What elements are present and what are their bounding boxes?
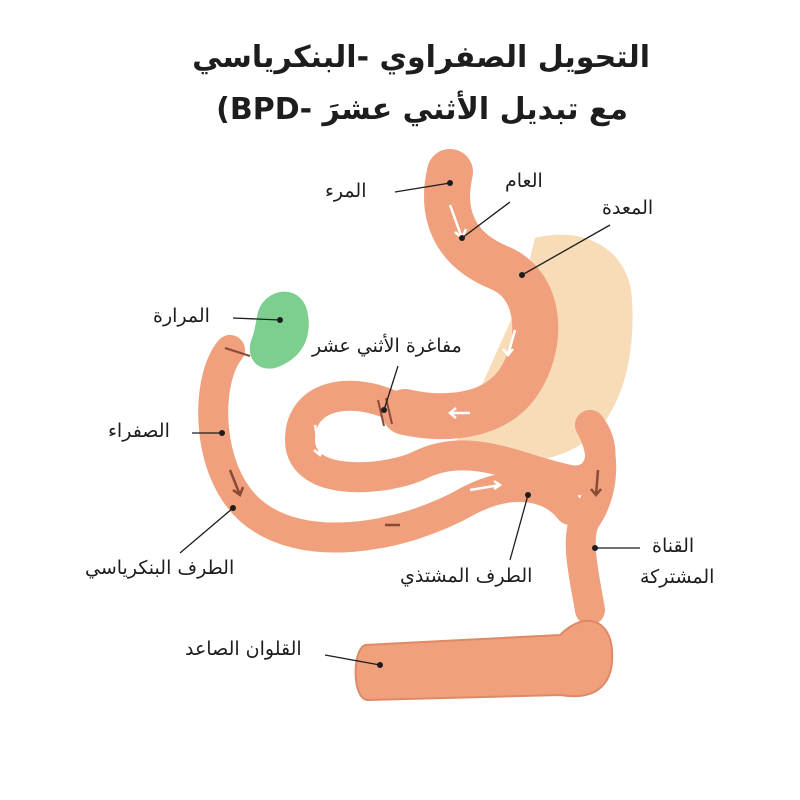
label-pancreatic-limb: الطرف البنكرياسي [85, 557, 235, 579]
label-esophagus: المرء [325, 180, 367, 202]
duodenal-loop [284, 380, 435, 493]
label-common-channel-1: القناة [652, 535, 695, 557]
bile-duct-stitches [224, 347, 251, 357]
anchor-dots [219, 180, 598, 668]
label-common: العام [505, 170, 543, 192]
label-ascending-colon: القلوان الصاعد [185, 638, 302, 660]
leader-lines [179, 182, 640, 666]
ascending-colon [354, 619, 614, 702]
esophagus-sleeve [382, 149, 559, 440]
label-alimentary-limb: الطرف المشتذي [400, 565, 533, 587]
label-common-channel-2: المشتركة [640, 566, 715, 588]
label-bile-duct: الصفراء [108, 420, 170, 442]
gallbladder-shape [249, 291, 309, 369]
label-stomach: المعدة [602, 197, 654, 219]
label-duodenal-anastomosis: مفاغرة الأثني عشر [312, 335, 462, 357]
flow-arrows [313, 204, 517, 492]
common-channel-path [565, 410, 617, 625]
label-gallbladder: المرارة [153, 305, 210, 327]
title-line-2: مع تبديل الأثني عشرَ -BPD) [216, 92, 628, 127]
title-line-1: التحويل الصفراوي -البنكرياسي [192, 40, 650, 75]
pancreatic-limb-path [198, 335, 585, 553]
dark-flow-arrows [228, 469, 602, 527]
